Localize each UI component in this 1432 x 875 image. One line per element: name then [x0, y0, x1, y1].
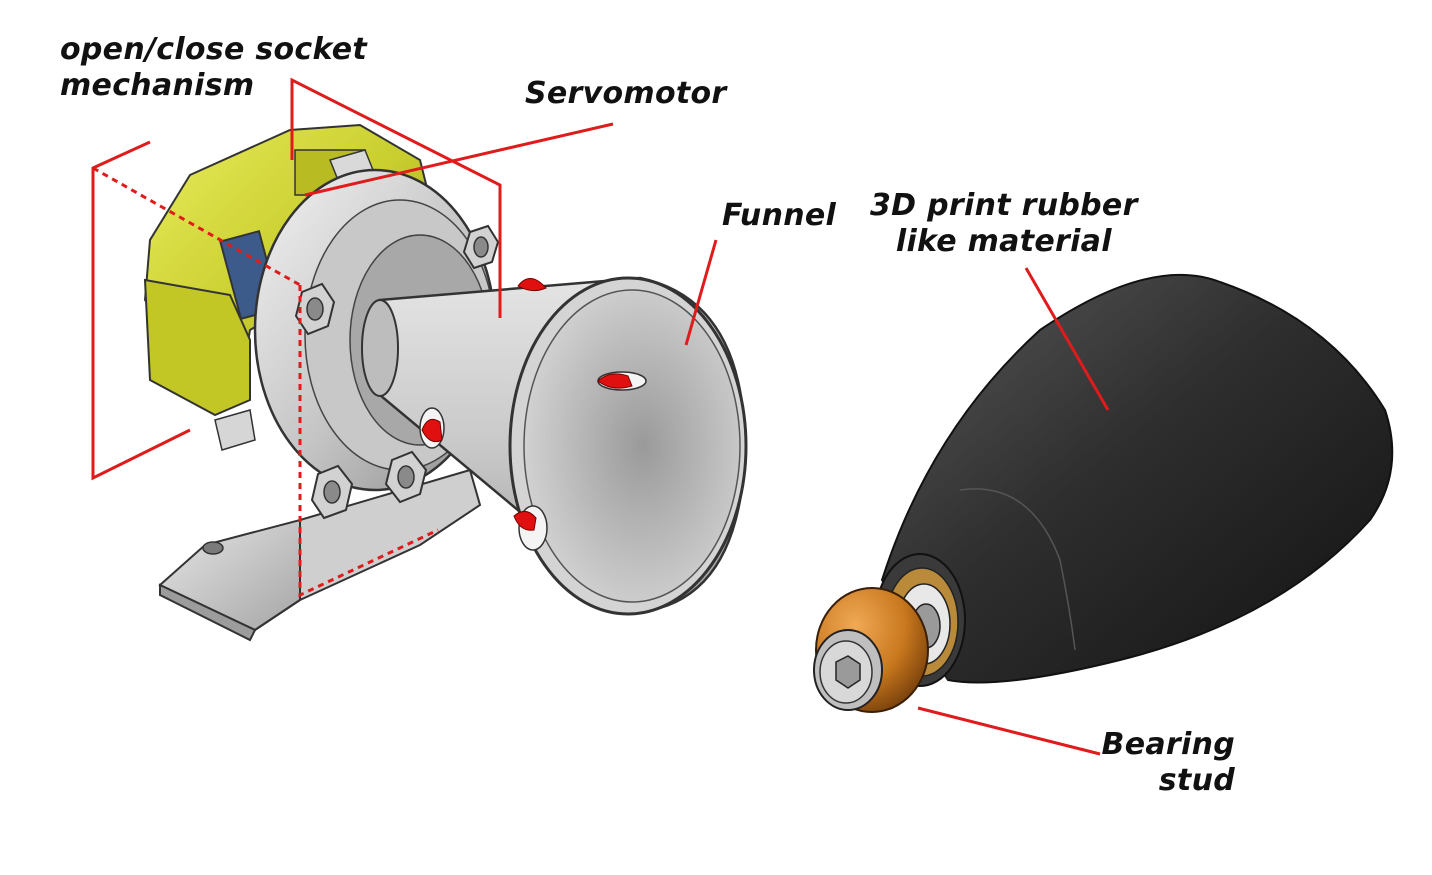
label-rubber-line2: like material — [895, 224, 1112, 259]
red-marker — [419, 407, 445, 449]
red-marker — [597, 371, 647, 391]
label-bearing-stud: Bearing stud — [1100, 727, 1235, 799]
leader-line-bearing-stud — [917, 706, 1101, 756]
leader-line-servomotor — [304, 122, 614, 197]
hex-nut — [310, 464, 354, 520]
label-bearing-stud-line2: stud — [1158, 763, 1235, 798]
label-funnel: Funnel — [722, 198, 837, 233]
leader-line-socket-dashed — [92, 166, 301, 287]
label-socket-mechanism-line2: mechanism — [60, 68, 255, 103]
red-marker — [517, 278, 547, 292]
rubber-cover — [880, 273, 1394, 684]
bearing-stud — [813, 587, 929, 713]
hex-nut — [294, 282, 336, 336]
leader-lines — [91, 77, 1110, 756]
leader-line-socket-frame-b — [298, 285, 439, 598]
label-servomotor: Servomotor — [525, 76, 727, 111]
funnel — [361, 276, 748, 616]
label-bearing-stud-line1: Bearing — [1101, 727, 1235, 762]
label-socket-mechanism-line1: open/close socket — [60, 32, 367, 67]
label-rubber-material: 3D print rubber like material — [870, 188, 1138, 260]
label-rubber-line1: 3D print rubber — [870, 188, 1138, 223]
leader-line-socket-frame — [91, 140, 191, 481]
label-socket-mechanism: open/close socket mechanism — [60, 32, 367, 104]
hex-nut — [384, 450, 428, 504]
hex-nut — [462, 224, 500, 270]
leader-line-funnel — [684, 239, 718, 346]
red-marker — [513, 505, 548, 551]
leader-line-rubber — [1024, 267, 1110, 411]
leader-line-socket — [290, 77, 502, 318]
